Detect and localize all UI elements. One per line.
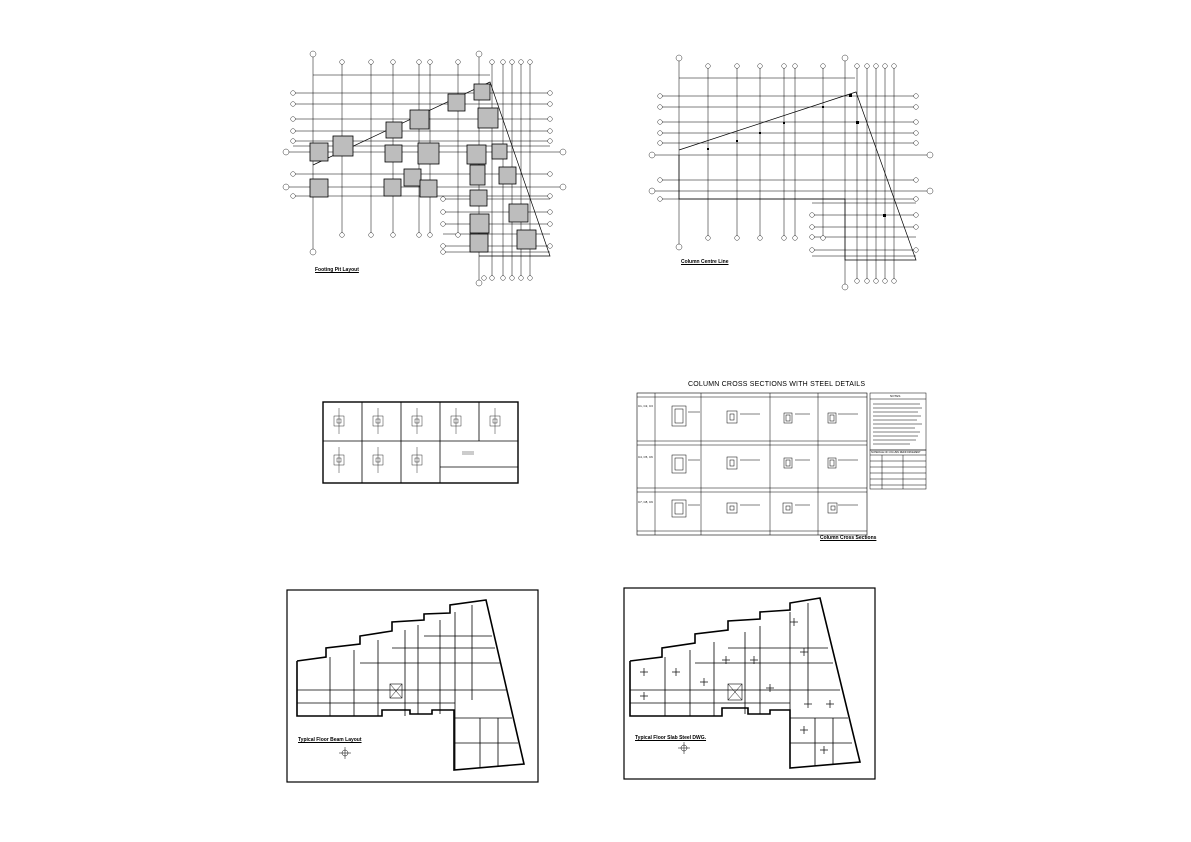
footing-pit-layout xyxy=(282,50,567,287)
footing-detail-sketches xyxy=(333,408,501,473)
row-label-1: C1, C2, C3 xyxy=(638,404,653,408)
footing-grid-bubbles xyxy=(282,50,567,287)
footing-grid-vertical xyxy=(312,56,531,282)
column-outline xyxy=(678,91,917,261)
slab-bar-marks xyxy=(640,618,834,754)
row-label-3: C7, C8, C9 xyxy=(638,500,653,504)
column-cross-sections-sheet xyxy=(636,392,927,536)
schedule-box xyxy=(869,449,927,490)
slab-steel-title: Typical Floor Slab Steel DWG. xyxy=(635,735,707,741)
beam-layout-title: Typical Floor Beam Layout xyxy=(298,737,362,743)
notes-title: NOTES xyxy=(890,394,901,398)
column-centre-line xyxy=(648,54,934,291)
row-label-2: C4, C5, C6 xyxy=(638,455,653,459)
column-sections-heading: COLUMN CROSS SECTIONS WITH STEEL DETAILS xyxy=(688,381,866,388)
column-markers xyxy=(707,94,886,217)
column-grid-vertical xyxy=(678,58,895,286)
column-cross-sections-title: Column Cross Sections xyxy=(820,535,877,541)
slab-panel-lines xyxy=(630,603,852,768)
beam-layout-sheet xyxy=(286,589,539,783)
beam-lines xyxy=(297,605,518,770)
schedule-title: SCHEDULE OF COLUMN REINFORCEMENT xyxy=(871,451,921,454)
beam-north-arrow xyxy=(339,747,351,759)
notes-box xyxy=(869,392,927,451)
footing-pits xyxy=(309,83,537,253)
column-section-sketches xyxy=(671,405,858,518)
slab-outline xyxy=(629,597,861,769)
slab-lift-core xyxy=(727,683,743,701)
beam-lift-core xyxy=(389,683,403,699)
column-grid-bubbles xyxy=(648,54,934,291)
column-centre-line-title: Column Centre Line xyxy=(681,259,729,265)
slab-north-arrow xyxy=(678,742,690,754)
footing-detail-sheet xyxy=(322,401,519,484)
footing-pit-layout-title: Footing Pit Layout xyxy=(315,267,359,273)
column-grid-horizontal xyxy=(652,77,930,257)
slab-steel-sheet xyxy=(623,587,876,780)
beam-outline xyxy=(296,599,525,771)
